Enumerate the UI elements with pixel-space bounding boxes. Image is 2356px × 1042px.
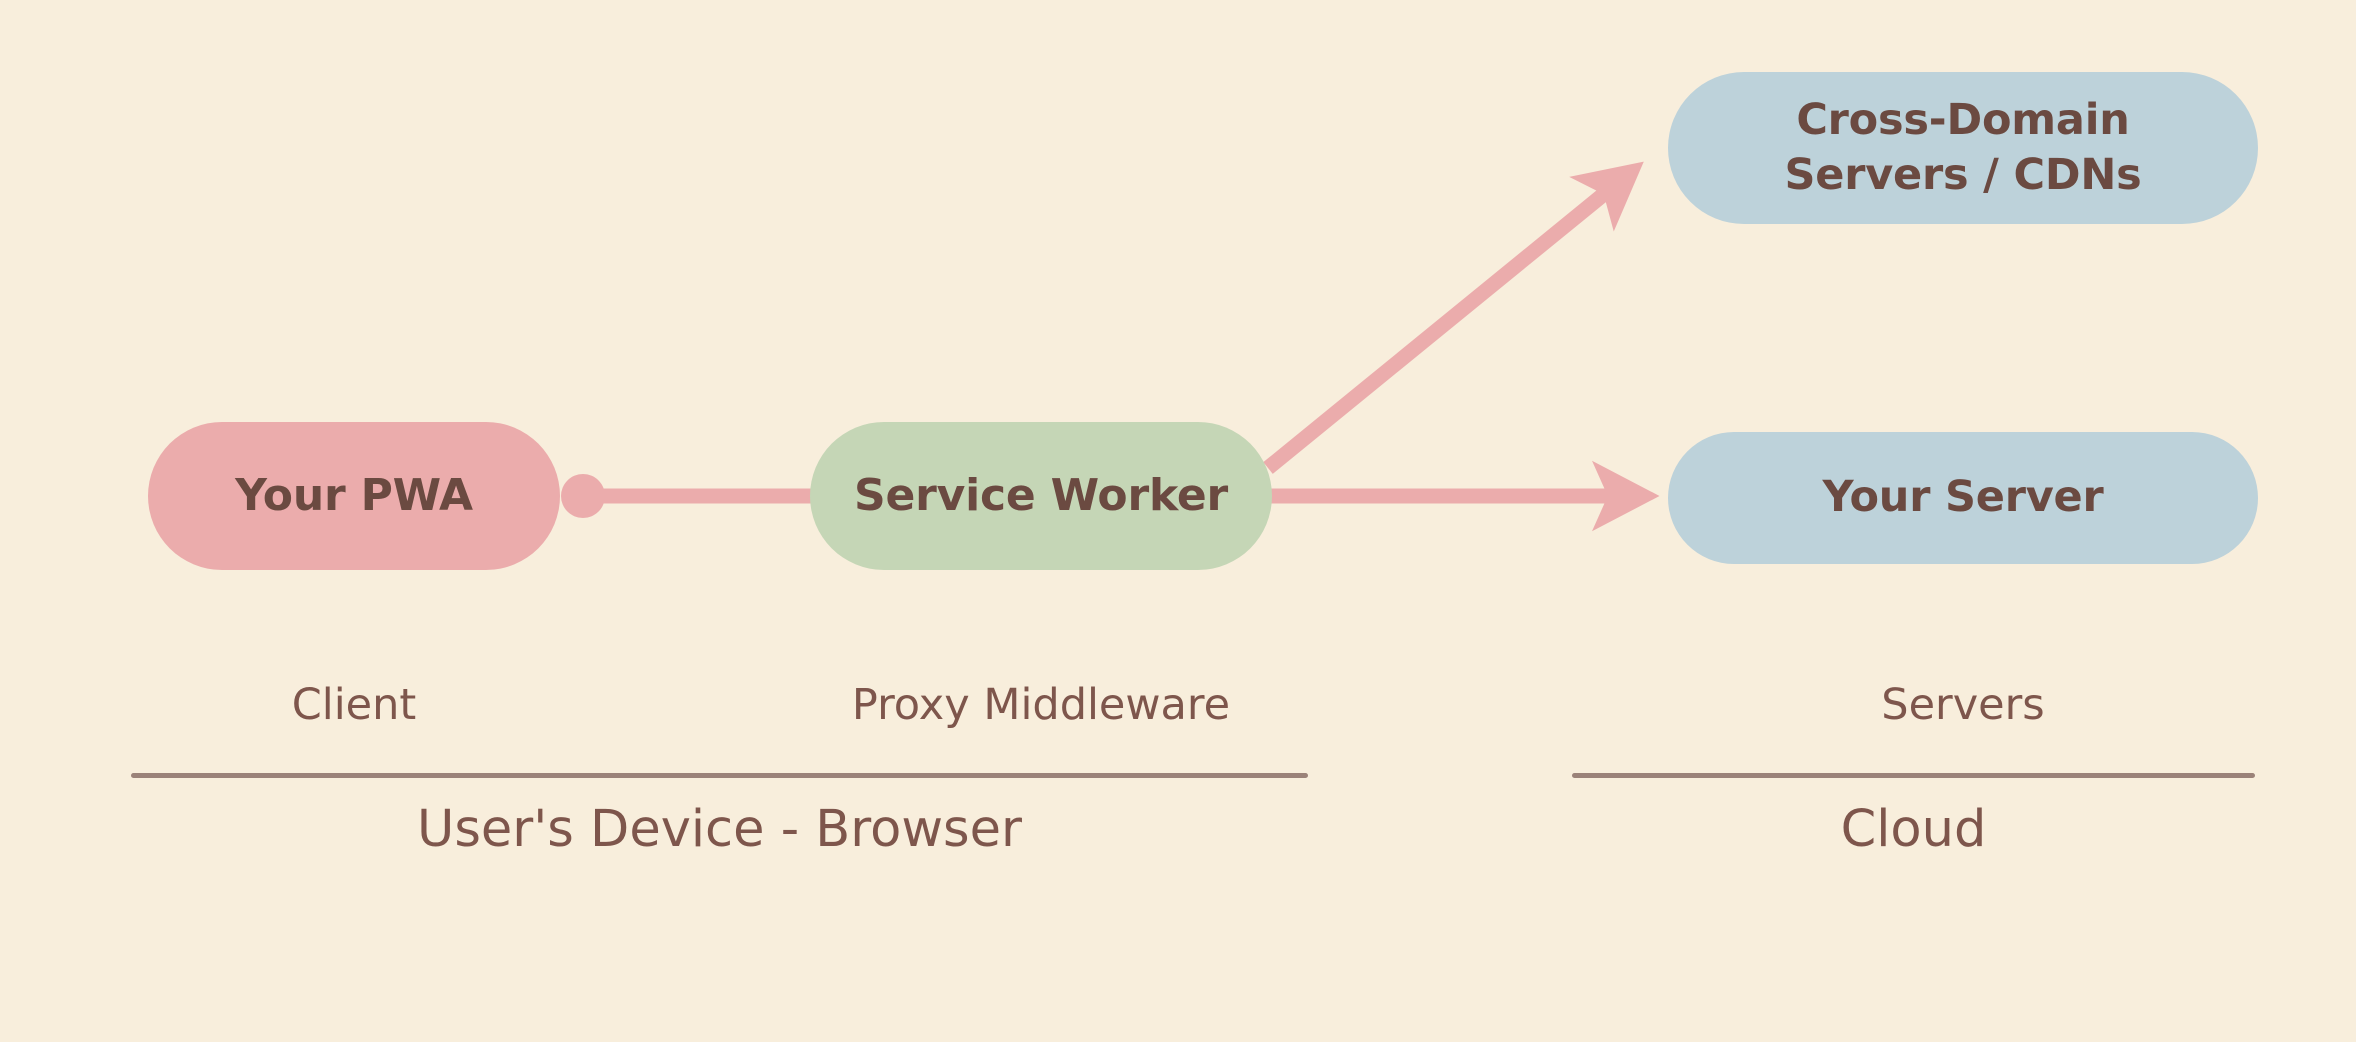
- node-cross-domain-servers[interactable]: Cross-Domain Servers / CDNs: [1668, 72, 2258, 224]
- node-service-worker[interactable]: Service Worker: [810, 422, 1272, 570]
- node-your-pwa[interactable]: Your PWA: [148, 422, 560, 570]
- divider-cloud-side: [1572, 773, 2255, 778]
- caption-cloud: Cloud: [1840, 800, 1987, 859]
- edge-service-worker-to-cross-domain: [1263, 161, 1644, 474]
- caption-servers: Servers: [1881, 680, 2045, 730]
- node-cross-domain-servers-label: Cross-Domain Servers / CDNs: [1784, 94, 2142, 200]
- node-your-server[interactable]: Your Server: [1668, 432, 2258, 564]
- divider-client-side: [131, 773, 1308, 778]
- node-your-pwa-label: Your PWA: [235, 469, 473, 521]
- caption-client: Client: [291, 680, 417, 730]
- node-service-worker-label: Service Worker: [854, 469, 1228, 521]
- node-your-server-label: Your Server: [1822, 472, 2104, 523]
- caption-proxy-middleware: Proxy Middleware: [851, 680, 1231, 730]
- edge-source-dot: [561, 474, 605, 518]
- caption-users-device-browser: User's Device - Browser: [417, 800, 1022, 859]
